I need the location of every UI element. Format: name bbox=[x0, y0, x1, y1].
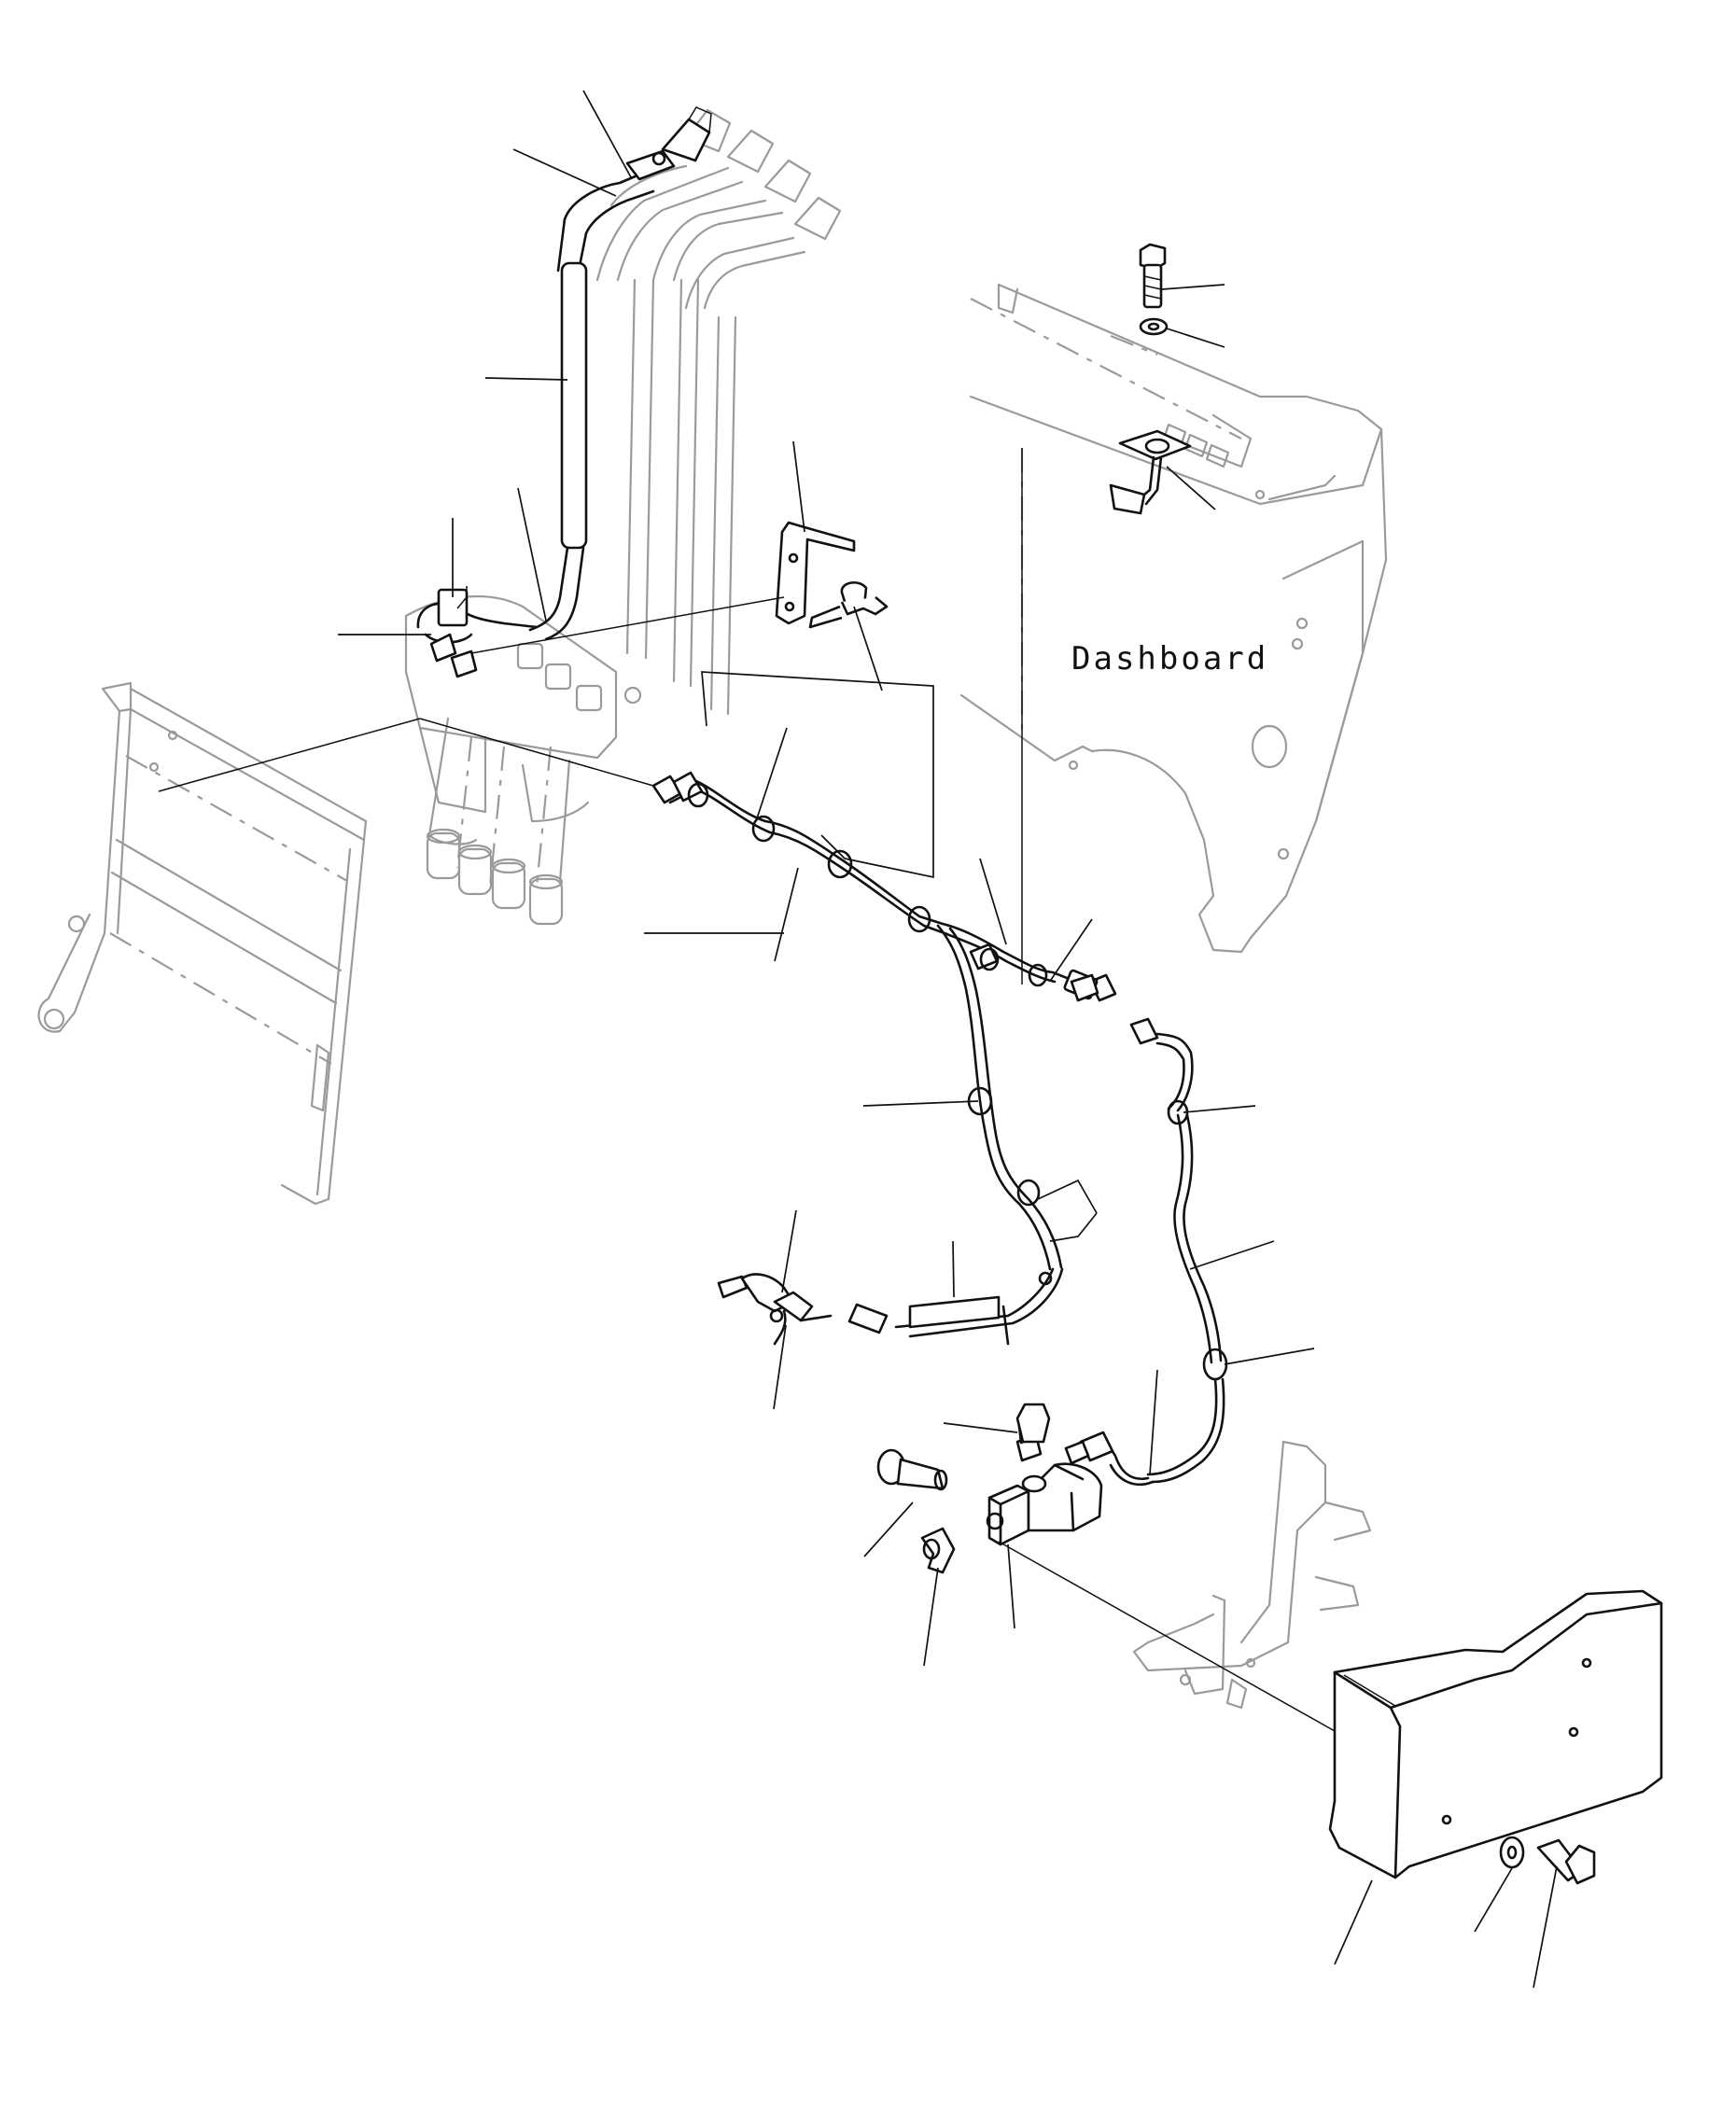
leader-lines bbox=[338, 90, 1558, 1989]
elbow-fitting bbox=[920, 1527, 956, 1574]
dashboard-washer bbox=[1139, 317, 1169, 336]
solenoid-valve bbox=[986, 1407, 1103, 1546]
main-wiring-harness bbox=[651, 771, 1117, 1346]
assembly-lines bbox=[158, 448, 1336, 1732]
mounting-bracket bbox=[775, 521, 856, 625]
cover-washer bbox=[1499, 1836, 1525, 1869]
control-lever-with-switch bbox=[528, 106, 712, 641]
banjo-bolt bbox=[876, 1448, 948, 1491]
harness-connector bbox=[1070, 973, 1099, 1002]
control-levers-ghost bbox=[595, 108, 842, 716]
mounting-bracket-ghost bbox=[1132, 1440, 1372, 1710]
seat-frame-ghost bbox=[37, 681, 368, 1206]
cover-bolt bbox=[1536, 1838, 1596, 1885]
straight-fitting bbox=[1015, 1403, 1051, 1444]
lever-switch-harness bbox=[416, 586, 539, 678]
secondary-harness bbox=[1064, 1017, 1228, 1487]
bracket-bolt bbox=[808, 580, 889, 629]
dashboard-panel-ghost bbox=[959, 283, 1388, 954]
valve-cover bbox=[1328, 1589, 1663, 1879]
dashboard-switch bbox=[1109, 429, 1192, 515]
sensor-switch bbox=[717, 1273, 833, 1346]
dashboard-bolt bbox=[1139, 243, 1167, 309]
dashboard-label: Dashboard bbox=[1071, 640, 1268, 677]
control-valve-ghost bbox=[404, 595, 642, 926]
